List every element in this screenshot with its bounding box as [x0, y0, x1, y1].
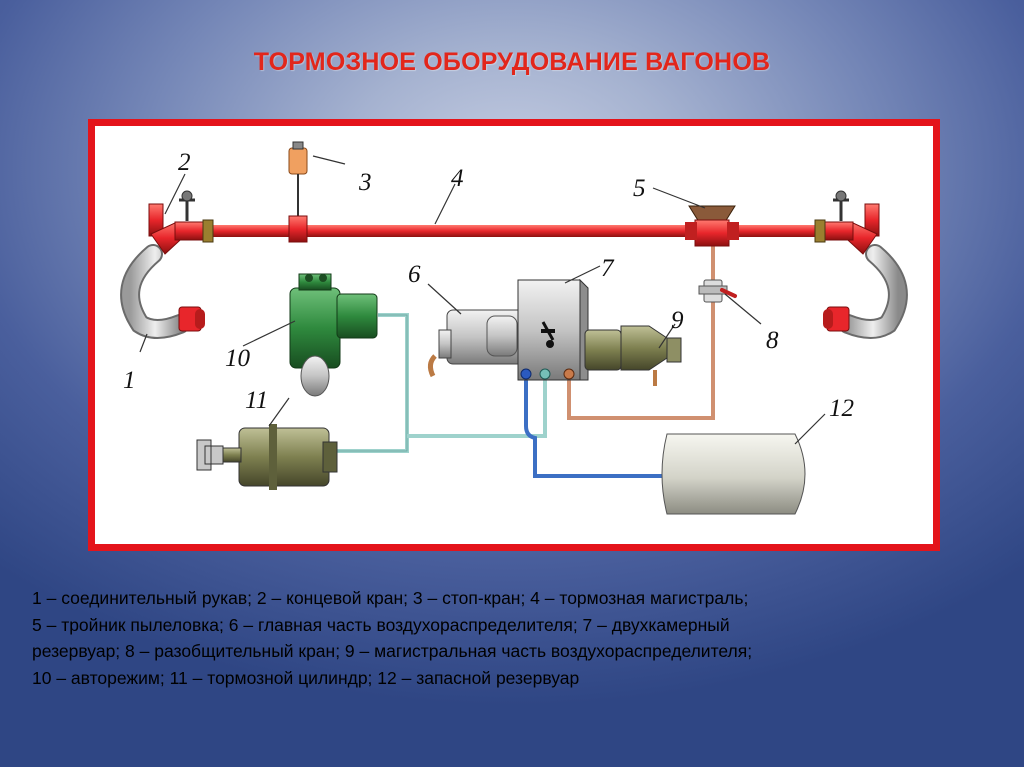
end-valve-right: [814, 190, 880, 255]
copper-pipe: [567, 301, 715, 420]
callout-4: 4: [451, 165, 464, 192]
callout-5: 5: [633, 175, 646, 202]
blue-pipe: [524, 376, 665, 478]
page-title: ТОРМОЗНОЕ ОБОРУДОВАНИЕ ВАГОНОВ: [253, 48, 771, 76]
legend: 1 – соединительный рукав; 2 – концевой к…: [32, 585, 1007, 691]
diagram-frame: 1 2 3 4 5 6 7 8 9 10 11 12: [88, 119, 940, 551]
teal-pipe-lower: [407, 376, 547, 438]
callout-6: 6: [408, 261, 421, 288]
legend-line: резервуар; 8 – разобщительный кран; 9 – …: [32, 641, 753, 661]
left-coupling-assembly: [120, 190, 214, 339]
brake-schematic: 1 2 3 4 5 6 7 8 9 10 11 12: [120, 141, 908, 515]
callout-2: 2: [178, 149, 191, 176]
callout-10: 10: [225, 345, 251, 372]
disconnect-valve: [698, 279, 737, 303]
trunk-part-distributor: [584, 325, 682, 386]
tee-dust-collector: [685, 205, 739, 247]
end-valve-left: [148, 190, 214, 255]
hose-coupling-left: [178, 306, 205, 332]
callout-numbers: 1 2 3 4 5 6 7 8 9 10 11 12: [123, 149, 854, 422]
callout-12: 12: [829, 395, 854, 422]
legend-line: 1 – соединительный рукав; 2 – концевой к…: [32, 588, 749, 608]
callout-3: 3: [358, 169, 372, 196]
spare-reservoir: [661, 433, 806, 515]
callout-7: 7: [601, 255, 615, 282]
legend-line: 5 – тройник пылеловка; 6 – главная часть…: [32, 614, 730, 635]
hose-coupling-right: [823, 306, 850, 332]
legend-line: 10 – авторежим; 11 – тормозной цилиндр; …: [32, 667, 580, 688]
stop-valve: [288, 141, 308, 243]
leader-lines: [139, 155, 826, 445]
callout-9: 9: [671, 307, 684, 334]
callout-8: 8: [766, 327, 779, 354]
auto-mode-device: [289, 273, 378, 397]
pipes: [333, 246, 715, 478]
two-chamber-reservoir: [517, 278, 589, 381]
right-coupling-assembly: [814, 190, 908, 339]
brake-main-line: [195, 225, 831, 237]
brake-cylinder: [196, 424, 338, 490]
callout-11: 11: [245, 387, 268, 414]
callout-1: 1: [123, 367, 136, 394]
main-part-distributor: [427, 309, 526, 378]
